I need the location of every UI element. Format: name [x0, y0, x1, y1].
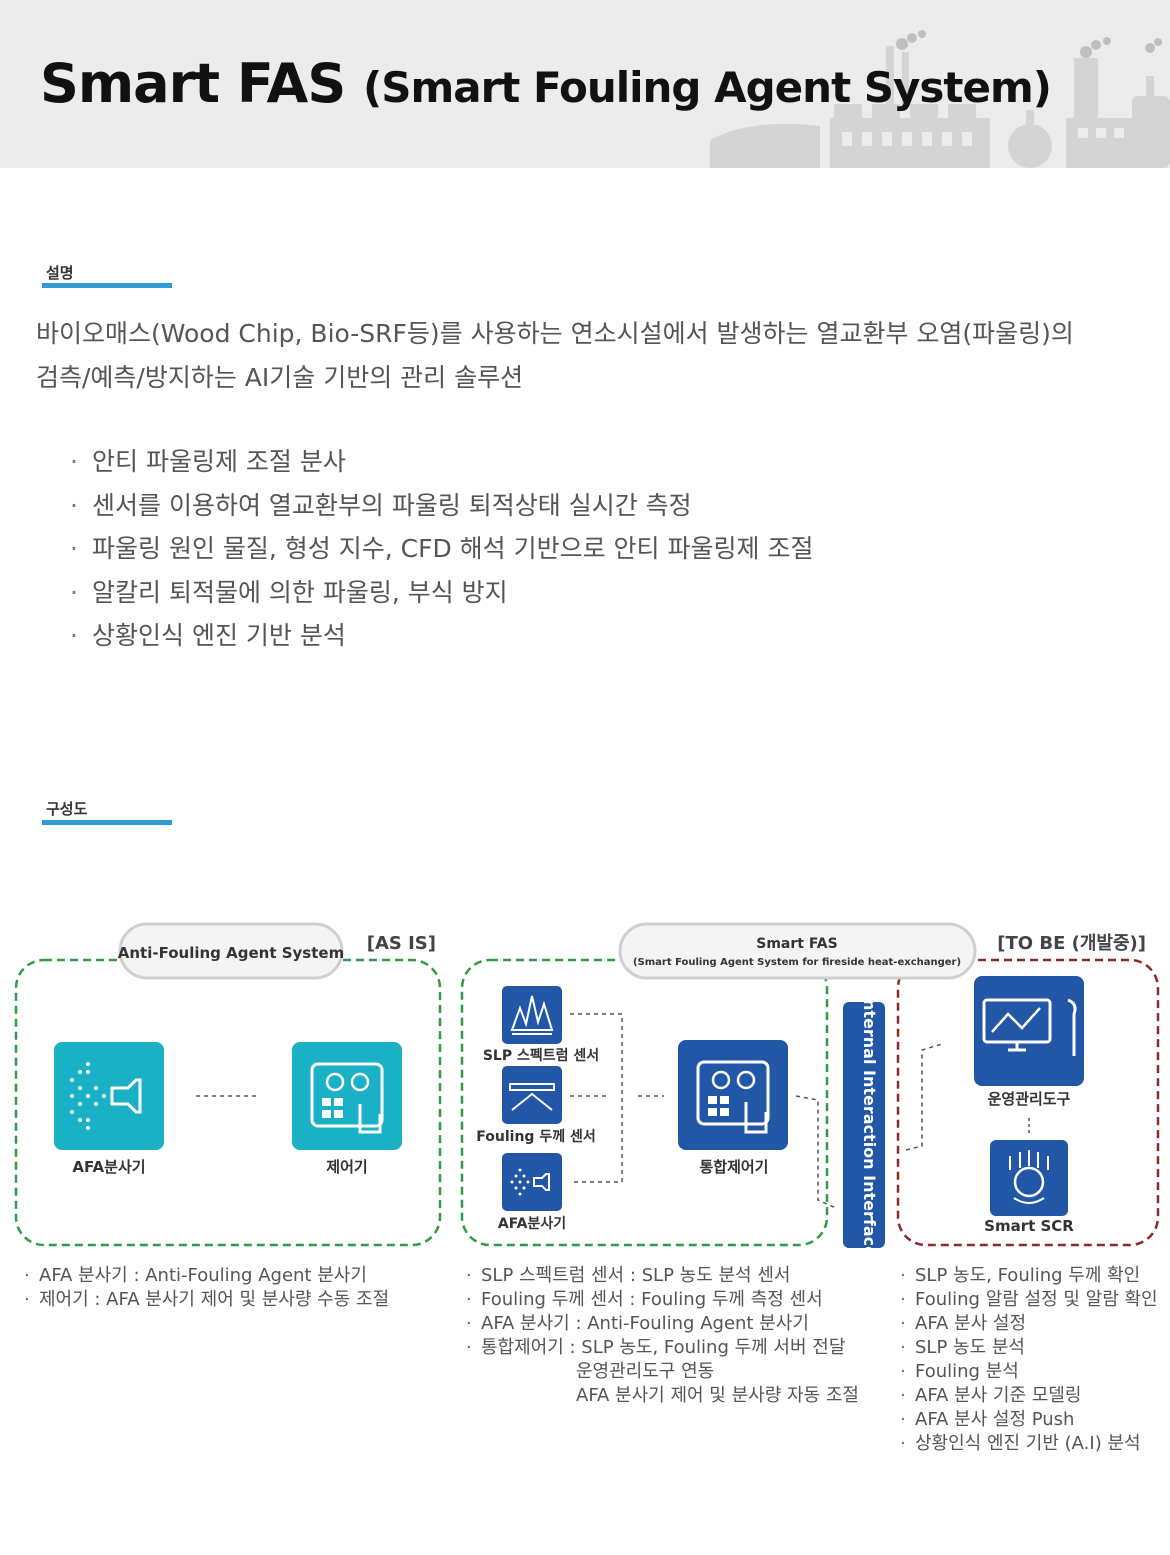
- feature-list: 안티 파울링제 조절 분사 센서를 이용하여 열교환부의 파울링 퇴적상태 실시…: [70, 440, 813, 658]
- description-section-label: 설명: [46, 264, 74, 282]
- diagram-section-label: 구성도: [46, 800, 88, 818]
- description-section-bar: [42, 283, 172, 288]
- smart-fas-note: AFA 분사기 제어 및 분사량 자동 조절: [576, 1385, 859, 1406]
- to-be-note: Fouling 분석: [900, 1360, 1158, 1384]
- fouling-thickness-sensor-icon: [502, 1066, 562, 1124]
- as-is-note: 제어기 : AFA 분사기 제어 및 분사량 수동 조절: [24, 1288, 389, 1312]
- smart-fas-container: [460, 958, 829, 1247]
- to-be-note: SLP 농도, Fouling 두께 확인: [900, 1264, 1158, 1288]
- fouling-sensor-label: Fouling 두께 센서: [476, 1129, 595, 1145]
- smart-fas-note: SLP 스펙트럼 센서 : SLP 농도 분석 센서: [466, 1264, 859, 1288]
- integrated-controller-label: 통합제어기: [699, 1158, 768, 1176]
- description-line-1: 바이오매스(Wood Chip, Bio-SRF등)를 사용하는 연소시설에서 …: [36, 319, 1074, 348]
- system-diagram: Anti-Fouling Agent System [AS IS] Smart …: [14, 922, 1160, 1257]
- smart-scr-icon: [990, 1140, 1068, 1216]
- smart-afa-label: AFA분사기: [498, 1216, 566, 1232]
- description-text: 바이오매스(Wood Chip, Bio-SRF등)를 사용하는 연소시설에서 …: [36, 312, 1074, 400]
- as-is-tag: [AS IS]: [367, 933, 436, 954]
- as-is-note: AFA 분사기 : Anti-Fouling Agent 분사기: [24, 1264, 389, 1288]
- slp-spectrum-sensor-icon: [502, 986, 562, 1044]
- smart-fas-note: 통합제어기 : SLP 농도, Fouling 두께 서버 전달: [466, 1336, 859, 1360]
- factory-illustration-icon: [710, 30, 1170, 168]
- diagram-section-bar: [42, 820, 172, 825]
- slp-sensor-label: SLP 스펙트럼 센서: [483, 1047, 599, 1064]
- to-be-note: Fouling 알람 설정 및 알람 확인: [900, 1288, 1158, 1312]
- to-be-connector: [905, 1043, 943, 1151]
- page-title: Smart FAS (Smart Fouling Agent System): [40, 52, 1052, 115]
- smart-fas-note: Fouling 두께 센서 : Fouling 두께 측정 센서: [466, 1288, 859, 1312]
- description-line-2: 검측/예측/방지하는 AI기술 기반의 관리 솔루션: [36, 363, 524, 392]
- feature-item: 상황인식 엔진 기반 분석: [70, 614, 813, 658]
- page-title-sub: (Smart Fouling Agent System): [363, 63, 1052, 112]
- as-is-controller-label: 제어기: [326, 1158, 367, 1176]
- to-be-note: SLP 농도 분석: [900, 1336, 1158, 1360]
- to-be-note: AFA 분사 설정 Push: [900, 1408, 1158, 1432]
- feature-item: 파울링 원인 물질, 형성 지수, CFD 해석 기반으로 안티 파울링제 조절: [70, 527, 813, 571]
- smart-fas-note: AFA 분사기 : Anti-Fouling Agent 분사기: [466, 1312, 859, 1336]
- to-be-note: AFA 분사 기준 모델링: [900, 1384, 1158, 1408]
- afa-sprayer-icon: [54, 1042, 164, 1150]
- to-be-notes: SLP 농도, Fouling 두께 확인 Fouling 알람 설정 및 알람…: [900, 1264, 1158, 1456]
- smart-scr-label: Smart SCR: [984, 1217, 1074, 1235]
- feature-item: 센서를 이용하여 열교환부의 파울링 퇴적상태 실시간 측정: [70, 484, 813, 528]
- controller-icon: [292, 1042, 402, 1150]
- interaction-interface-bar: Internal Interaction Interface: [843, 993, 885, 1257]
- as-is-pill-label: Anti-Fouling Agent System: [118, 944, 344, 962]
- as-is-notes: AFA 분사기 : Anti-Fouling Agent 분사기 제어기 : A…: [24, 1264, 389, 1312]
- feature-item: 안티 파울링제 조절 분사: [70, 440, 813, 484]
- feature-item: 알칼리 퇴적물에 의한 파울링, 부식 방지: [70, 571, 813, 615]
- smart-fas-pill-title: Smart FAS: [756, 936, 837, 952]
- operations-tool-icon: [974, 976, 1084, 1086]
- as-is-pill: Anti-Fouling Agent System: [118, 922, 344, 980]
- operations-tool-label: 운영관리도구: [988, 1090, 1071, 1108]
- as-is-afa-label: AFA분사기: [72, 1158, 145, 1176]
- smart-fas-notes: SLP 스펙트럼 센서 : SLP 농도 분석 센서 Fouling 두께 센서…: [466, 1264, 859, 1408]
- to-be-note: 상황인식 엔진 기반 (A.I) 분석: [900, 1432, 1158, 1456]
- interface-label: Internal Interaction Interface: [860, 993, 879, 1257]
- integrated-controller-icon: [678, 1040, 788, 1150]
- page-header: Smart FAS (Smart Fouling Agent System): [0, 0, 1170, 168]
- smart-fas-pill: Smart FAS (Smart Fouling Agent System fo…: [618, 922, 977, 980]
- to-be-tag: [TO BE (개발중)]: [997, 933, 1146, 954]
- smart-fas-note: 운영관리도구 연동: [576, 1361, 715, 1382]
- page-title-main: Smart FAS: [40, 52, 346, 115]
- smart-afa-sprayer-icon: [502, 1153, 562, 1211]
- sensor-connectors: [570, 1013, 837, 1209]
- smart-fas-pill-subtitle: (Smart Fouling Agent System for fireside…: [633, 957, 961, 968]
- to-be-note: AFA 분사 설정: [900, 1312, 1158, 1336]
